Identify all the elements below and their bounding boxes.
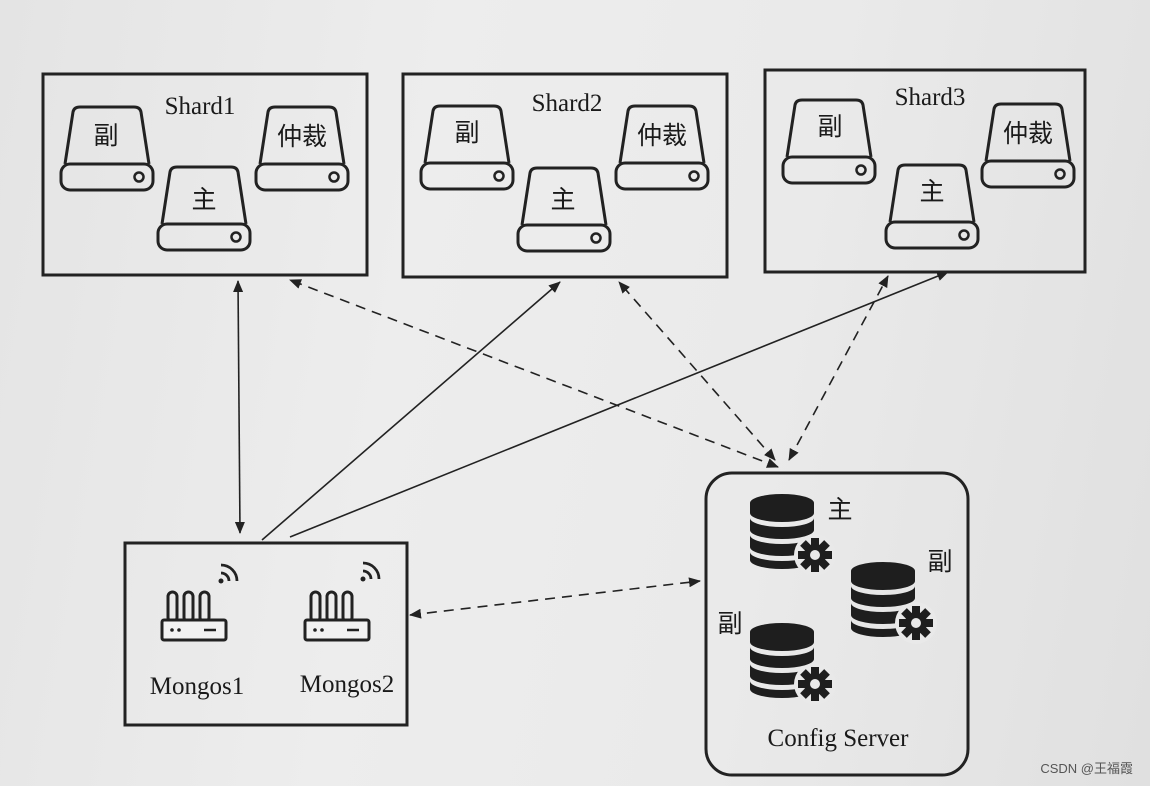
- mongos-config-link: [409, 577, 701, 619]
- shard2-arbiter-label: 仲裁: [637, 121, 687, 150]
- shard1-secondary-label: 副: [93, 121, 118, 150]
- shard3-secondary-label: 副: [817, 112, 842, 141]
- mongos1-router: [160, 563, 239, 642]
- shard2-primary-drive: 主: [516, 166, 612, 253]
- shard1-primary-label: 主: [191, 185, 216, 214]
- shard3-primary-drive: 主: [884, 163, 980, 250]
- mongos-shard2-link: [261, 281, 561, 541]
- config-secondary-label-a: 副: [927, 547, 952, 576]
- wifi-icon: [359, 561, 381, 583]
- config-server-box: 主 副 副 Config Server: [704, 471, 970, 777]
- shard2-secondary-label: 副: [454, 118, 479, 147]
- shard2-box: Shard2 副 仲裁 主: [401, 72, 729, 279]
- mongos-shard1-link: [233, 280, 245, 534]
- database-icon: [750, 494, 836, 576]
- shard2-arbiter-drive: 仲裁: [614, 104, 710, 191]
- config-secondary-db-a: 副: [851, 547, 953, 644]
- connections: [233, 271, 949, 619]
- shard3-secondary-drive: 副: [781, 98, 877, 185]
- shard1-title: Shard1: [165, 93, 236, 120]
- shard2-primary-label: 主: [550, 185, 575, 214]
- shard1-primary-drive: 主: [156, 165, 252, 252]
- shard2-title: Shard2: [532, 90, 603, 117]
- watermark-text: CSDN @王福霞: [1040, 761, 1133, 776]
- config-server-title: Config Server: [768, 725, 910, 752]
- shard1-arbiter-label: 仲裁: [277, 122, 327, 151]
- router-icon: [160, 590, 228, 642]
- config-primary-db: 主: [750, 494, 853, 576]
- config-secondary-label-b: 副: [717, 609, 742, 638]
- database-icon: [851, 562, 937, 644]
- shard3-box: Shard3 副 仲裁 主: [763, 68, 1087, 274]
- shard3-primary-label: 主: [919, 177, 944, 206]
- shard3-arbiter-drive: 仲裁: [980, 102, 1076, 189]
- shard1-box: Shard1 副 仲裁 主: [41, 72, 369, 277]
- mongos2-label: Mongos2: [300, 671, 394, 698]
- shard1-secondary-drive: 副: [59, 105, 155, 192]
- config-secondary-db-b: 副: [717, 609, 836, 705]
- shard1-arbiter-drive: 仲裁: [254, 105, 350, 192]
- mongos2-router: [303, 561, 381, 642]
- mongos1-label: Mongos1: [150, 673, 244, 700]
- database-icon: [750, 623, 836, 705]
- shard3-arbiter-label: 仲裁: [1003, 119, 1053, 148]
- shard3-title: Shard3: [895, 84, 966, 111]
- mongos-box: Mongos1 Mongos2: [123, 541, 409, 727]
- shard2-secondary-drive: 副: [419, 104, 515, 191]
- config-primary-label: 主: [827, 495, 852, 524]
- router-icon: [303, 590, 371, 642]
- config-shard2-link: [618, 281, 776, 461]
- config-shard3-link: [788, 275, 889, 461]
- wifi-icon: [217, 563, 239, 585]
